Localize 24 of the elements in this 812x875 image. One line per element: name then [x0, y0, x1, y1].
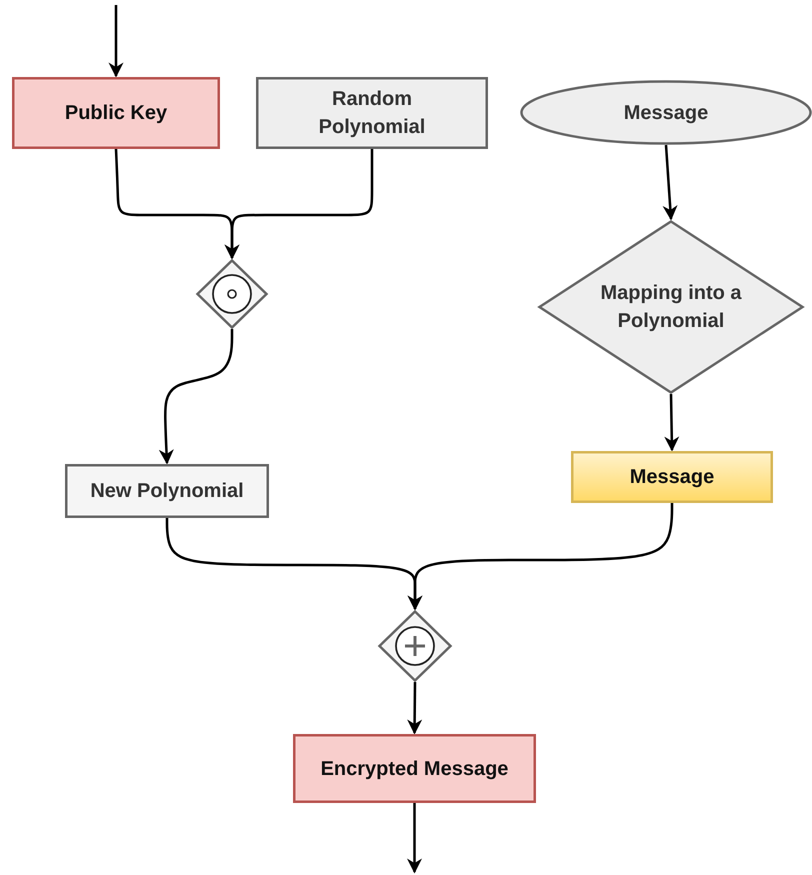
- decision-diamond: [538, 220, 804, 394]
- arrow: [408, 503, 674, 610]
- arrow: [224, 149, 374, 260]
- node-label: Mapping into a Polynomial: [599, 281, 743, 334]
- node-label: Random Polynomial: [318, 87, 426, 140]
- node-label: Public Key: [64, 101, 168, 126]
- arrow: [664, 394, 680, 452]
- node-label: New Polynomial: [90, 479, 244, 504]
- arrow: [108, 5, 124, 78]
- process-box: [12, 77, 220, 149]
- arrow: [158, 329, 234, 464]
- node-label: Message: [624, 100, 708, 126]
- process-box: [65, 464, 269, 518]
- arrow: [407, 803, 422, 874]
- node-label: Message: [630, 465, 714, 490]
- node-label: Encrypted Message: [320, 756, 508, 782]
- arrow: [662, 144, 678, 220]
- input-ellipse: [520, 80, 812, 145]
- arrow: [407, 682, 422, 734]
- process-box: [256, 77, 488, 149]
- process-box: [293, 734, 536, 803]
- operator-diamond: [378, 610, 452, 682]
- operator-diamond: [196, 259, 268, 329]
- process-box: [571, 451, 773, 503]
